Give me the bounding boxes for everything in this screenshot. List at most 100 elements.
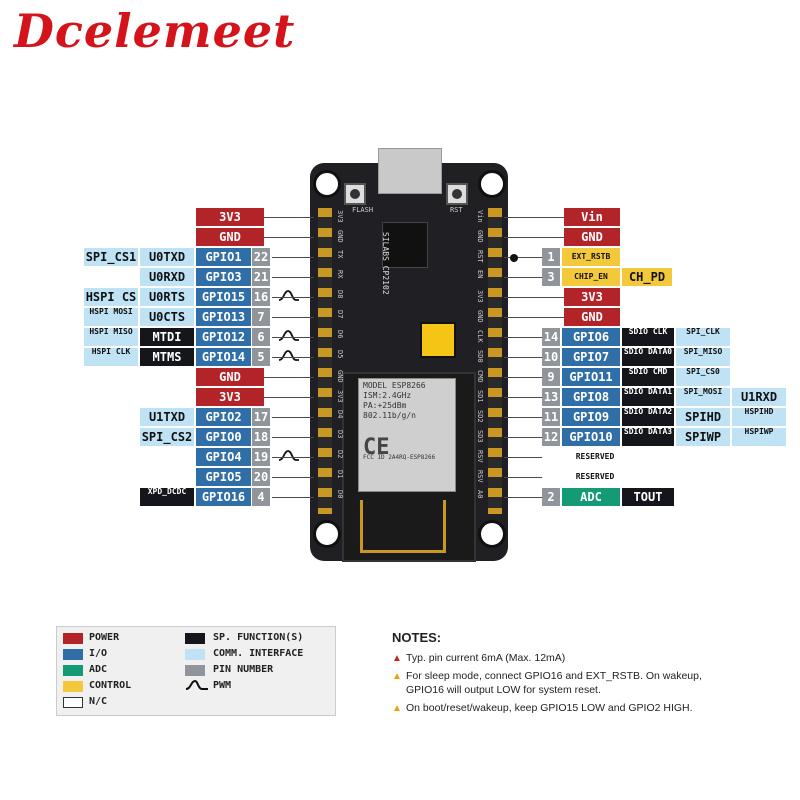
legend-label: ADC [89, 664, 108, 675]
special-function-label: SDIO DATA3 [622, 428, 674, 446]
gpio-label: GPIO11 [562, 368, 620, 386]
power-label: Vin [564, 208, 620, 226]
right-header-pin-label: SD3 [476, 430, 484, 443]
pin-number: 12 [542, 428, 560, 446]
pin-number: 17 [252, 408, 270, 426]
gpio-label: GPIO14 [196, 348, 251, 366]
left-header-pin-label: D7 [336, 310, 344, 319]
right-header-pin-label: EN [476, 270, 484, 279]
pwm-icon [185, 679, 208, 690]
power-label: 3V3 [196, 208, 264, 226]
gpio-label: GPIO1 [196, 248, 251, 266]
connector-line [272, 257, 314, 258]
right-header-pin-label: RSV [476, 470, 484, 483]
power-label: GND [564, 308, 620, 326]
left-header-pin-label: D6 [336, 330, 344, 339]
gpio-label: GPIO5 [196, 468, 251, 486]
gpio-label: GPIO3 [196, 268, 251, 286]
pin-number: 20 [252, 468, 270, 486]
connector-line [272, 437, 314, 438]
module-wifi: 802.11b/g/n [363, 411, 416, 420]
connector-line [504, 337, 542, 338]
right-header [488, 208, 502, 514]
connector-line [264, 237, 314, 238]
reset-button[interactable] [446, 183, 468, 205]
connector-line [264, 397, 314, 398]
right-header-pin-label: CMD [476, 370, 484, 383]
connector-line [504, 297, 564, 298]
note-item: ▲On boot/reset/wakeup, keep GPIO15 LOW a… [392, 702, 693, 714]
power-label: GND [196, 368, 264, 386]
connector-line [272, 417, 314, 418]
comm-interface-label: SPI_CLK [676, 328, 730, 346]
connector-line [504, 317, 564, 318]
pin-number: 19 [252, 448, 270, 466]
left-header-pin-label: D4 [336, 410, 344, 419]
pin-number: 3 [542, 268, 560, 286]
legend-swatch [63, 633, 83, 644]
connector-line [272, 457, 314, 458]
pin-number: 1 [542, 248, 560, 266]
chip-label: SILABS CP2102 [381, 232, 390, 295]
comm-interface-label: SPI_CS1 [84, 248, 138, 266]
legend-swatch [63, 649, 83, 660]
legend: POWER I/O ADC CONTROL N/C SP. FUNCTION(S… [56, 626, 336, 716]
mount-hole-icon [478, 520, 506, 548]
legend-label: CONTROL [89, 680, 132, 691]
capacitor [420, 322, 456, 358]
pin-number: 9 [542, 368, 560, 386]
pin-number: 10 [542, 348, 560, 366]
reserved-label: RESERVED [560, 452, 630, 462]
connector-line [272, 337, 314, 338]
connector-line [504, 437, 542, 438]
connector-line [504, 277, 542, 278]
connector-line [272, 357, 314, 358]
module-ism: ISM:2.4GHz [363, 391, 412, 400]
usb-connector [378, 148, 442, 194]
gpio-label: GPIO6 [562, 328, 620, 346]
connector-line [264, 217, 314, 218]
comm-interface-label: SPI_MOSI [676, 388, 730, 406]
left-header-pin-label: GND [336, 370, 344, 383]
legend-label: PWM [213, 680, 232, 691]
right-header-pin-label: Vin [476, 210, 484, 223]
gpio-label: GPIO4 [196, 448, 251, 466]
legend-label: SP. FUNCTION(S) [213, 632, 304, 643]
comm-interface-label: U0CTS [140, 308, 194, 326]
comm-interface-label: HSPI CLK [84, 348, 138, 366]
pin-number: 6 [252, 328, 270, 346]
warning-icon: ▲ [392, 671, 402, 682]
comm-interface-label: U0TXD [140, 248, 194, 266]
comm-interface-label: HSPIHD [732, 408, 786, 426]
connector-line [504, 357, 542, 358]
control-label: EXT_RSTB [562, 248, 620, 266]
note-item: ▲Typ. pin current 6mA (Max. 12mA) [392, 652, 566, 664]
notes-title: NOTES: [392, 630, 442, 645]
rst-label: RST [450, 206, 463, 214]
connector-line [504, 477, 542, 478]
connector-line [504, 397, 542, 398]
connector-line [504, 237, 564, 238]
comm-interface-label: SPI_CS2 [140, 428, 194, 446]
power-label: 3V3 [564, 288, 620, 306]
flash-button[interactable] [344, 183, 366, 205]
special-function-label: SDIO DATA1 [622, 388, 674, 406]
reserved-label: RESERVED [560, 472, 630, 482]
pin-number: 21 [252, 268, 270, 286]
power-label: GND [196, 228, 264, 246]
gpio-label: GPIO2 [196, 408, 251, 426]
right-header-pin-label: RST [476, 250, 484, 263]
right-header-pin-label: SD0 [476, 350, 484, 363]
special-function-label: TOUT [622, 488, 674, 506]
pin-number: 14 [542, 328, 560, 346]
connector-line [272, 297, 314, 298]
adc-label: ADC [562, 488, 620, 506]
right-header-pin-label: GND [476, 310, 484, 323]
left-header-pin-label: D1 [336, 470, 344, 479]
power-label: GND [564, 228, 620, 246]
connector-line [504, 457, 542, 458]
usb-uart-chip [382, 222, 428, 268]
special-function-label: MTDI [140, 328, 194, 346]
module-fcc: FCC ID 2A4RQ-ESP8266 [363, 454, 436, 461]
comm-interface-label: HSPI MISO [84, 328, 138, 346]
